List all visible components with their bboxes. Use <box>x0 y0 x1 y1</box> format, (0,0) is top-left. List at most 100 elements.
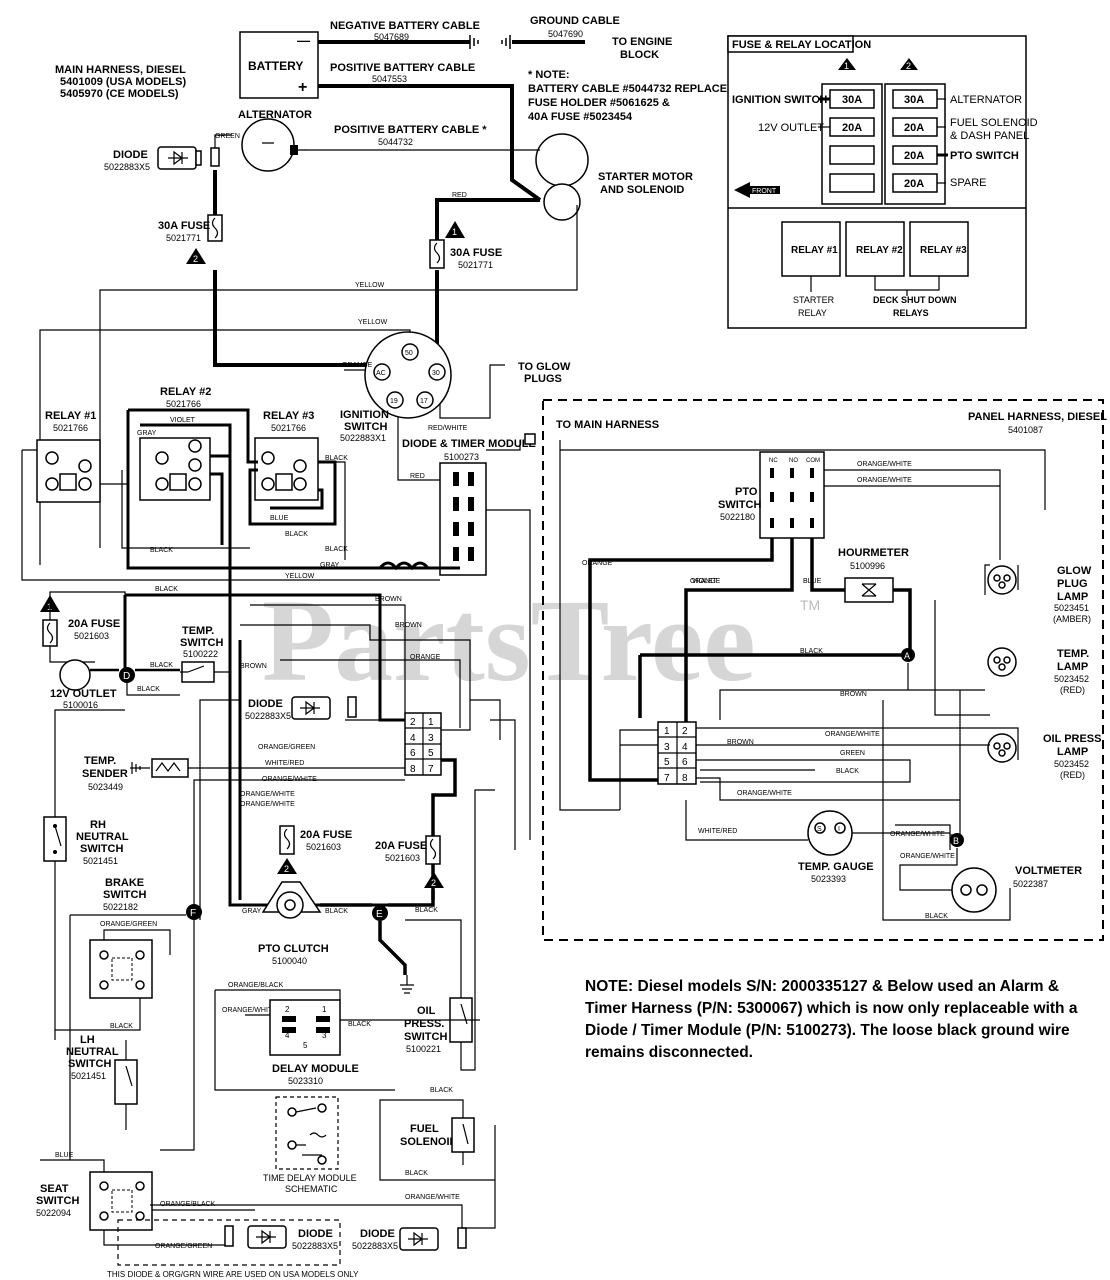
svg-text:A: A <box>904 651 910 661</box>
svg-text:30: 30 <box>432 370 440 377</box>
fuse-relay-location: FUSE & RELAY LOCATION 1 2 30A 20A 30A 20… <box>727 35 1038 329</box>
svg-text:ORANGE: ORANGE <box>410 654 441 661</box>
svg-text:5100222: 5100222 <box>183 649 218 659</box>
svg-text:ORANGE/WHITE: ORANGE/WHITE <box>890 831 945 838</box>
svg-text:5022180: 5022180 <box>720 512 755 522</box>
svg-text:ORANGE/WHITE: ORANGE/WHITE <box>240 791 295 798</box>
svg-text:I: I <box>838 826 840 833</box>
svg-text:GLOW: GLOW <box>1057 565 1092 577</box>
svg-text:NO: NO <box>789 458 798 464</box>
diode-bottom-1: DIODE 5022883X5 THIS DIODE & ORG/GRN WIR… <box>107 1219 359 1279</box>
svg-text:DIODE & TIMER MODULE: DIODE & TIMER MODULE <box>402 438 536 450</box>
svg-text:NEUTRAL: NEUTRAL <box>76 831 129 843</box>
svg-text:SENDER: SENDER <box>82 768 128 780</box>
temp-switch: TEMP. SWITCH 5100222 <box>180 625 230 683</box>
svg-text:RED/WHITE: RED/WHITE <box>428 425 468 432</box>
svg-text:RED: RED <box>452 192 467 199</box>
battery: BATTERY — + <box>239 31 319 99</box>
svg-text:MAIN HARNESS, DIESEL: MAIN HARNESS, DIESEL <box>55 64 186 76</box>
svg-text:RED: RED <box>410 473 425 480</box>
svg-text:5021771: 5021771 <box>458 260 493 270</box>
svg-text:3: 3 <box>322 1031 327 1040</box>
svg-text:DIODE: DIODE <box>360 1228 395 1240</box>
relay-2: RELAY #2 5021766 <box>139 386 211 501</box>
svg-text:20A FUSE: 20A FUSE <box>300 829 352 841</box>
svg-text:BATTERY CABLE #5044732 REPLACE: BATTERY CABLE #5044732 REPLACES <box>528 83 734 95</box>
watermark-tm: TM <box>800 597 820 613</box>
svg-text:5: 5 <box>664 757 670 768</box>
svg-text:YELLOW: YELLOW <box>358 319 388 326</box>
temp-sender: TEMP. SENDER 5023449 <box>82 755 405 792</box>
svg-text:19: 19 <box>390 398 398 405</box>
svg-text:BROWN: BROWN <box>240 663 267 670</box>
svg-text:LAMP: LAMP <box>1057 746 1088 758</box>
svg-text:5021603: 5021603 <box>306 842 341 852</box>
svg-text:5022387: 5022387 <box>1013 879 1048 889</box>
svg-text:1: 1 <box>322 1005 327 1014</box>
svg-text:5021451: 5021451 <box>83 856 118 866</box>
svg-text:TIME DELAY MODULE: TIME DELAY MODULE <box>263 1173 357 1183</box>
svg-text:RELAY #1: RELAY #1 <box>45 410 96 422</box>
svg-text:SWITCH: SWITCH <box>180 637 223 649</box>
svg-text:& DASH PANEL: & DASH PANEL <box>950 130 1029 142</box>
svg-text:B: B <box>953 836 959 846</box>
svg-text:FRONT: FRONT <box>752 188 777 195</box>
svg-text:SPARE: SPARE <box>950 177 986 189</box>
svg-text:YELLOW: YELLOW <box>285 573 315 580</box>
svg-text:SWITCH: SWITCH <box>404 1031 447 1043</box>
svg-text:FUSE & RELAY LOCATION: FUSE & RELAY LOCATION <box>732 39 871 51</box>
svg-text:5047690: 5047690 <box>548 29 583 39</box>
svg-text:RELAY: RELAY <box>798 308 827 318</box>
fuse-30a-left: 30A FUSE 5021771 2 <box>158 214 223 264</box>
svg-text:5401087: 5401087 <box>1008 425 1043 435</box>
oil-press-switch: OIL PRESS. SWITCH 5100221 <box>404 789 495 1071</box>
svg-text:SWITCH: SWITCH <box>103 889 146 901</box>
svg-text:BLACK: BLACK <box>925 913 948 920</box>
svg-text:PANEL HARNESS, DIESEL: PANEL HARNESS, DIESEL <box>968 411 1107 423</box>
diesel-models-note: NOTE: Diesel models S/N: 2000335127 & Be… <box>585 978 1078 1061</box>
svg-text:GRAY: GRAY <box>242 908 262 915</box>
svg-text:ORANGE: ORANGE <box>342 362 373 369</box>
svg-text:30A: 30A <box>842 94 862 106</box>
svg-text:BLACK: BLACK <box>348 1021 371 1028</box>
watermark: PartsTree <box>262 575 756 706</box>
fuse-slots-left: 30A 20A <box>829 89 875 193</box>
svg-text:5022094: 5022094 <box>36 1208 71 1218</box>
svg-text:ORANGE/WHITE: ORANGE/WHITE <box>737 790 792 797</box>
svg-text:GROUND CABLE: GROUND CABLE <box>530 15 620 27</box>
svg-text:5100273: 5100273 <box>444 452 479 462</box>
svg-text:5021603: 5021603 <box>385 853 420 863</box>
svg-text:DIODE: DIODE <box>298 1228 333 1240</box>
svg-text:BLACK: BLACK <box>836 768 859 775</box>
svg-text:FUEL: FUEL <box>410 1123 439 1135</box>
svg-text:BLACK: BLACK <box>137 686 160 693</box>
svg-text:5047553: 5047553 <box>372 74 407 84</box>
svg-text:VIOLET: VIOLET <box>692 578 718 585</box>
fuel-solenoid: FUEL SOLENOID <box>379 1099 496 1181</box>
svg-text:4: 4 <box>682 742 688 753</box>
svg-text:5401009 (USA MODELS): 5401009 (USA MODELS) <box>60 76 186 88</box>
svg-text:BROWN: BROWN <box>395 622 422 629</box>
svg-text:DIODE: DIODE <box>113 149 148 161</box>
svg-text:2: 2 <box>682 726 688 737</box>
svg-text:SWITCH: SWITCH <box>718 499 761 511</box>
svg-text:5022883X5: 5022883X5 <box>245 711 291 721</box>
svg-text:WHITE/RED: WHITE/RED <box>265 760 304 767</box>
svg-text:20A: 20A <box>904 150 924 162</box>
svg-text:5021451: 5021451 <box>71 1071 106 1081</box>
svg-text:RH: RH <box>90 819 106 831</box>
svg-text:SWITCH: SWITCH <box>36 1195 79 1207</box>
svg-text:5021771: 5021771 <box>166 233 201 243</box>
svg-text:WHITE/RED: WHITE/RED <box>698 828 737 835</box>
svg-text:LAMP: LAMP <box>1057 661 1088 673</box>
svg-text:RELAY #2: RELAY #2 <box>856 245 903 256</box>
svg-text:SCHEMATIC: SCHEMATIC <box>285 1184 338 1194</box>
svg-text:4: 4 <box>285 1031 290 1040</box>
svg-text:ORANGE/GREEN: ORANGE/GREEN <box>100 921 157 928</box>
svg-text:TO ENGINE: TO ENGINE <box>612 36 672 48</box>
svg-text:8: 8 <box>410 764 416 775</box>
svg-text:TO GLOW: TO GLOW <box>518 361 571 373</box>
fuse-30a-right: 30A FUSE 5021771 1 <box>429 221 502 270</box>
svg-text:FUEL SOLENOID: FUEL SOLENOID <box>950 117 1038 129</box>
